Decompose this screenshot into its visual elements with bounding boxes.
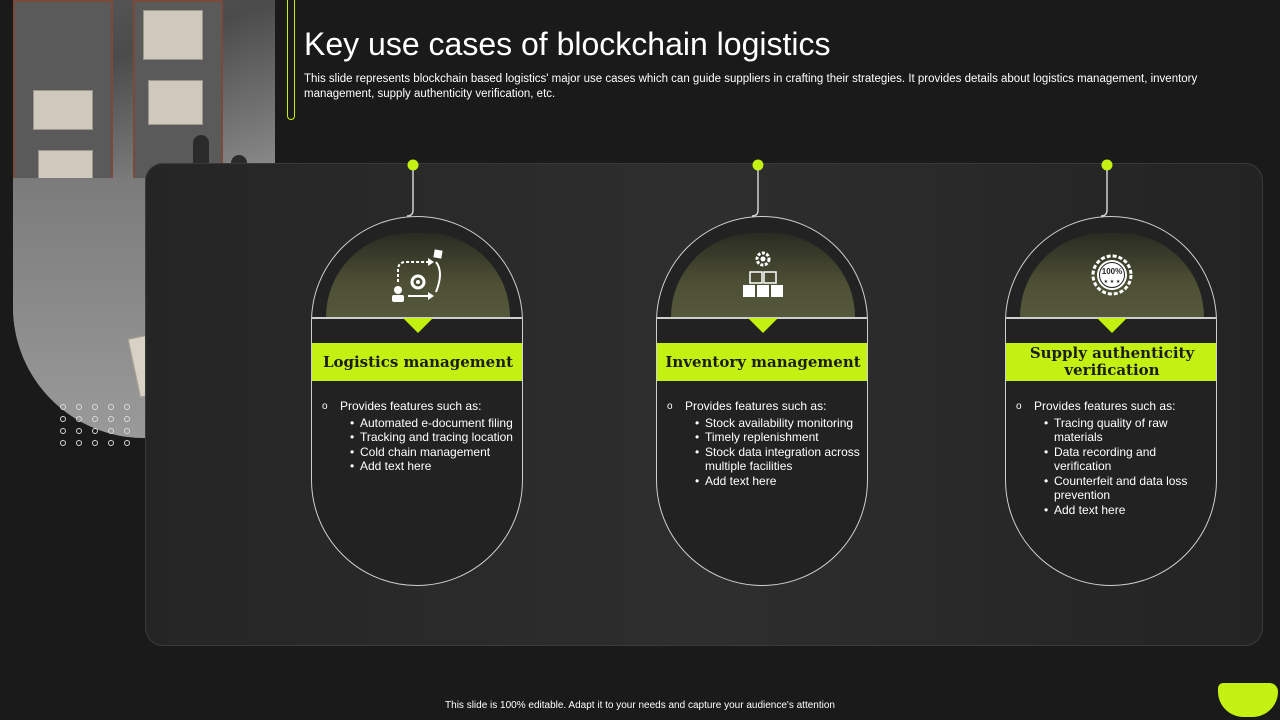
list-item: Add text here (1044, 503, 1212, 518)
100-percent-badge-icon: 100% ★ ★ ★ (1072, 245, 1152, 305)
svg-text:★ ★ ★: ★ ★ ★ (1104, 279, 1121, 285)
list-item: Tracing quality of raw materials (1044, 416, 1212, 445)
card-title: Inventory management (657, 343, 867, 381)
footer-note: This slide is 100% editable. Adapt it to… (445, 700, 835, 711)
list-item: Add text here (695, 474, 863, 489)
title-accent-line (287, 0, 295, 120)
feature-list: Tracing quality of raw materials Data re… (1016, 416, 1212, 518)
capsule: 100% ★ ★ ★ Supply authenticity verificat… (1005, 216, 1217, 586)
page-title: Key use cases of blockchain logistics (304, 26, 831, 62)
connector-line (751, 159, 764, 217)
slide-description: This slide represents blockchain based l… (304, 73, 1198, 100)
list-item: Automated e-document filing (350, 416, 518, 431)
corner-accent-shape (1218, 683, 1278, 717)
feature-list: Stock availability monitoring Timely rep… (667, 416, 863, 489)
logistics-flow-icon (378, 245, 458, 305)
list-item: Counterfeit and data loss prevention (1044, 474, 1212, 503)
card-lead: Provides features such as: (340, 399, 482, 413)
use-case-card-authenticity: 100% ★ ★ ★ Supply authenticity verificat… (1005, 158, 1217, 598)
list-item: Add text here (350, 459, 518, 474)
pointer-notch (403, 318, 433, 333)
pointer-notch (1097, 318, 1127, 333)
list-item: Stock data integration across multiple f… (695, 445, 863, 474)
card-lead: Provides features such as: (685, 399, 827, 413)
feature-list: Automated e-document filing Tracking and… (322, 416, 518, 474)
list-item: Data recording and verification (1044, 445, 1212, 474)
list-item: Cold chain management (350, 445, 518, 460)
svg-text:100%: 100% (1102, 267, 1122, 276)
list-item: Stock availability monitoring (695, 416, 863, 431)
connector-line (1100, 159, 1113, 217)
list-item: Timely replenishment (695, 430, 863, 445)
card-title: Supply authenticity verification (1006, 343, 1216, 381)
card-title: Logistics management (312, 343, 522, 381)
list-item: Tracking and tracing location (350, 430, 518, 445)
pointer-notch (748, 318, 778, 333)
decorative-dots (60, 404, 134, 446)
connector-line (406, 159, 419, 217)
inventory-boxes-gear-icon (723, 245, 803, 305)
card-lead: Provides features such as: (1034, 399, 1176, 413)
